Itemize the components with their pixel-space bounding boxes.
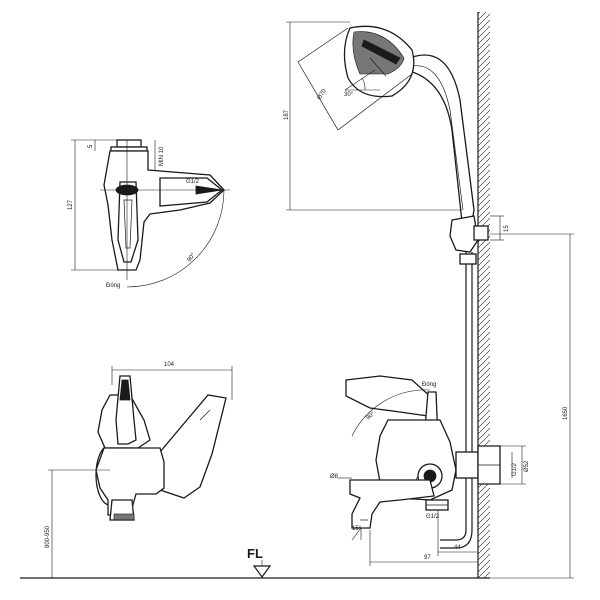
dim-top-min: MIN 10 bbox=[159, 146, 165, 166]
front-view-dimensions: 104 800-950 bbox=[45, 362, 233, 578]
dim-shower-angle: 30° bbox=[344, 92, 354, 98]
dim-holder: 15 bbox=[504, 225, 510, 232]
top-view-faucet bbox=[100, 139, 230, 288]
front-view-faucet bbox=[95, 375, 227, 521]
floor-marker: FL bbox=[247, 546, 272, 579]
label-top-close: Đóng bbox=[106, 283, 120, 289]
dim-side-97: 97 bbox=[424, 555, 431, 561]
dim-top-small: 5 bbox=[88, 144, 94, 148]
label-side-close: Đóng bbox=[422, 382, 436, 388]
dim-front-height: 800-950 bbox=[45, 525, 51, 548]
floor-label: FL bbox=[247, 546, 263, 561]
dim-top-depth: 127 bbox=[68, 199, 74, 210]
shower-dimensions: 187 Ø70 30° 15 1650 bbox=[284, 21, 574, 579]
dim-side-rot: 90° bbox=[365, 411, 376, 422]
dim-top-rot: 90° bbox=[187, 252, 197, 263]
dim-side-dia: Ø52 bbox=[524, 460, 530, 472]
top-view-dimensions: 127 5 MIN 10 G1/2 90° Đóng bbox=[68, 139, 200, 289]
wall bbox=[477, 12, 490, 578]
dim-shower-height: 187 bbox=[284, 109, 290, 120]
side-view-dimensions: Đóng 90° Ø8 G1/2 G1/2 Ø52 15° 44 97 bbox=[330, 382, 530, 566]
side-view-faucet bbox=[345, 375, 501, 529]
dim-side-angle: 15° bbox=[352, 526, 362, 532]
shower-head bbox=[297, 25, 489, 549]
dim-side-44: 44 bbox=[454, 545, 461, 551]
dim-front-width: 104 bbox=[164, 362, 175, 368]
dim-wall-height: 1650 bbox=[563, 406, 569, 420]
dim-side-bottom-g: G1/2 bbox=[426, 514, 440, 520]
dim-side-small: Ø8 bbox=[330, 474, 339, 480]
dim-side-right-g: G1/2 bbox=[512, 462, 518, 476]
dim-shower-dia: Ø70 bbox=[317, 88, 328, 101]
dim-top-g: G1/2 bbox=[186, 179, 200, 185]
